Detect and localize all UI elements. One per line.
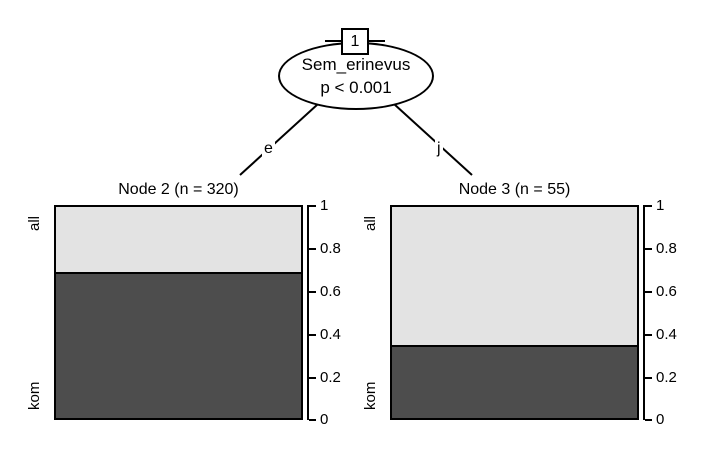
node-2-tick-label-0.8: 0.8 bbox=[320, 240, 341, 257]
node-2-tick-label-0: 0 bbox=[320, 411, 329, 428]
node-3-tick-0.4 bbox=[645, 334, 652, 336]
node-3-tick-label-0.8: 0.8 bbox=[656, 240, 677, 257]
node-3-category-label-all: all bbox=[362, 215, 379, 231]
node-2-tick-0.6 bbox=[309, 291, 316, 293]
node-2-tick-1 bbox=[309, 205, 316, 207]
node-2-category-label-kom: kom bbox=[26, 381, 43, 411]
node-3-tick-label-0.2: 0.2 bbox=[656, 369, 677, 386]
node-2-segment-kom bbox=[56, 272, 301, 418]
node-2-tick-label-0.2: 0.2 bbox=[320, 369, 341, 386]
edge-line-right bbox=[393, 103, 473, 176]
node-2-tick-label-0.6: 0.6 bbox=[320, 283, 341, 300]
node-3-axis-line bbox=[643, 205, 645, 420]
node-2-title: Node 2 (n = 320) bbox=[118, 181, 239, 198]
edge-line-left bbox=[239, 103, 319, 176]
node-2-bar[interactable] bbox=[54, 205, 303, 420]
node-3-tick-0.2 bbox=[645, 377, 652, 379]
node-2-tick-0.8 bbox=[309, 248, 316, 250]
node-3-tick-0.8 bbox=[645, 248, 652, 250]
root-node-id-badge[interactable]: 1 bbox=[341, 28, 369, 55]
node-2-axis-line bbox=[307, 205, 309, 420]
node-2-category-label-all: all bbox=[26, 215, 43, 231]
node-3-segment-kom bbox=[392, 345, 637, 418]
node-3-tick-label-0.4: 0.4 bbox=[656, 326, 677, 343]
node-3-tick-label-1: 1 bbox=[656, 197, 665, 214]
node-2-tick-label-0.4: 0.4 bbox=[320, 326, 341, 343]
root-node-text: Sem_erinevus p < 0.001 bbox=[278, 53, 434, 99]
node-3-tick-0 bbox=[645, 419, 652, 421]
node-2-tick-label-1: 1 bbox=[320, 197, 329, 214]
node-3-title: Node 3 (n = 55) bbox=[458, 181, 571, 198]
node-2-tick-0.2 bbox=[309, 377, 316, 379]
node-3-bar[interactable] bbox=[390, 205, 639, 420]
node-3-tick-label-0: 0 bbox=[656, 411, 665, 428]
root-pvalue-label: p < 0.001 bbox=[320, 78, 392, 97]
node-2-tick-0 bbox=[309, 419, 316, 421]
root-badge-stub-right bbox=[367, 40, 385, 42]
node-3-category-label-kom: kom bbox=[362, 381, 379, 411]
node-3-tick-label-0.6: 0.6 bbox=[656, 283, 677, 300]
root-badge-stub-left bbox=[325, 40, 343, 42]
edge-label-left: e bbox=[262, 140, 275, 158]
edge-label-right: j bbox=[435, 140, 443, 158]
root-variable-label: Sem_erinevus bbox=[301, 55, 411, 74]
node-3-tick-0.6 bbox=[645, 291, 652, 293]
node-3-tick-1 bbox=[645, 205, 652, 207]
node-2-tick-0.4 bbox=[309, 334, 316, 336]
